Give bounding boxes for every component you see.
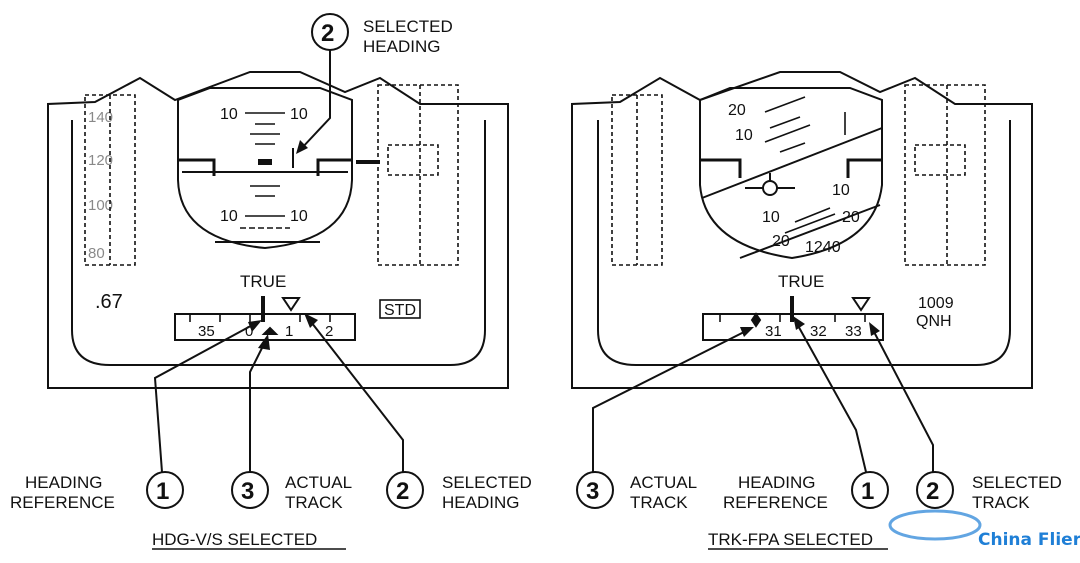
watermark: China Flier [888, 509, 1080, 550]
attitude-indicator [177, 87, 353, 250]
altitude-tape [356, 84, 459, 266]
selected-track-bug [851, 297, 871, 312]
pitch-label-20-lower: 20 [772, 233, 790, 250]
baro-unit: QNH [916, 313, 952, 330]
pitch-label-20-upper: 20 [728, 102, 746, 119]
pitch-label-20-right: 20 [842, 209, 860, 226]
svg-text:HEADING: HEADING [363, 37, 440, 56]
svg-text:SELECTED: SELECTED [363, 17, 453, 36]
heading-tick-2: 2 [325, 323, 333, 340]
speed-tape: 140 120 100 80 [84, 94, 136, 266]
right-caption: TRK-FPA SELECTED [708, 530, 873, 549]
right-heading-scale: 31 32 33 [702, 296, 884, 341]
svg-text:HEADING: HEADING [738, 473, 815, 492]
left-callouts: 1 HEADING REFERENCE 3 ACTUAL TRACK 2 SEL… [10, 313, 532, 550]
selected-heading-bug [281, 297, 301, 312]
heading-scale: 35 0 1 2 [174, 296, 356, 341]
pitch-label-top-right: 10 [290, 106, 308, 123]
baro-std: STD [384, 302, 416, 319]
pitch-label-10-upper: 10 [735, 127, 753, 144]
svg-text:1: 1 [861, 478, 874, 505]
pitch-label-bottom-right: 10 [290, 208, 308, 225]
heading-tick-0: 0 [245, 323, 253, 340]
svg-text:2: 2 [396, 478, 409, 505]
svg-text:120: 120 [88, 152, 113, 169]
right-track-diamond [750, 312, 762, 328]
svg-text:1: 1 [156, 478, 169, 505]
svg-text:HEADING: HEADING [442, 493, 519, 512]
mach-readout: .67 [95, 291, 123, 313]
svg-text:2: 2 [926, 478, 939, 505]
left-caption: HDG-V/S SELECTED [152, 530, 317, 549]
svg-text:ACTUAL: ACTUAL [630, 473, 697, 492]
pitch-label-top-left: 10 [220, 106, 238, 123]
left-display: 140 120 100 80 [47, 71, 509, 389]
svg-text:TRACK: TRACK [285, 493, 343, 512]
right-true-label: TRUE [778, 272, 824, 291]
right-display: 20 10 10 10 20 20 1240 TRUE 1009 QNH 31 … [571, 71, 1033, 389]
svg-text:SELECTED: SELECTED [442, 473, 532, 492]
svg-text:80: 80 [88, 245, 105, 262]
pitch-label-10-lower: 10 [762, 209, 780, 226]
svg-text:REFERENCE: REFERENCE [723, 493, 828, 512]
svg-text:TRACK: TRACK [630, 493, 688, 512]
svg-text:140: 140 [88, 109, 113, 126]
svg-text:HEADING: HEADING [25, 473, 102, 492]
altitude-readout: 1240 [805, 239, 841, 256]
svg-text:TRACK: TRACK [972, 493, 1030, 512]
svg-text:SELECTED: SELECTED [972, 473, 1062, 492]
right-attitude-indicator [699, 87, 883, 260]
watermark-text: China Flier [978, 530, 1080, 550]
right-callouts: 3 ACTUAL TRACK 1 HEADING REFERENCE 2 SEL… [576, 316, 1062, 550]
baro-value: 1009 [918, 295, 954, 312]
heading-tick-33: 33 [845, 323, 862, 340]
svg-text:ACTUAL: ACTUAL [285, 473, 352, 492]
pitch-label-bottom-left: 10 [220, 208, 238, 225]
left-top-callout: 2 SELECTED HEADING [296, 13, 453, 154]
heading-tick-31: 31 [765, 323, 782, 340]
pitch-label-10-right: 10 [832, 182, 850, 199]
svg-text:100: 100 [88, 197, 113, 214]
svg-text:3: 3 [586, 478, 599, 505]
svg-text:3: 3 [241, 478, 254, 505]
svg-text:REFERENCE: REFERENCE [10, 493, 115, 512]
right-altitude-tape [904, 84, 986, 266]
heading-tick-35: 35 [198, 323, 215, 340]
true-label: TRUE [240, 272, 286, 291]
heading-tick-1: 1 [285, 323, 293, 340]
track-diamond [261, 326, 279, 335]
svg-text:2: 2 [321, 20, 334, 47]
right-speed-tape [611, 94, 663, 266]
heading-tick-32: 32 [810, 323, 827, 340]
